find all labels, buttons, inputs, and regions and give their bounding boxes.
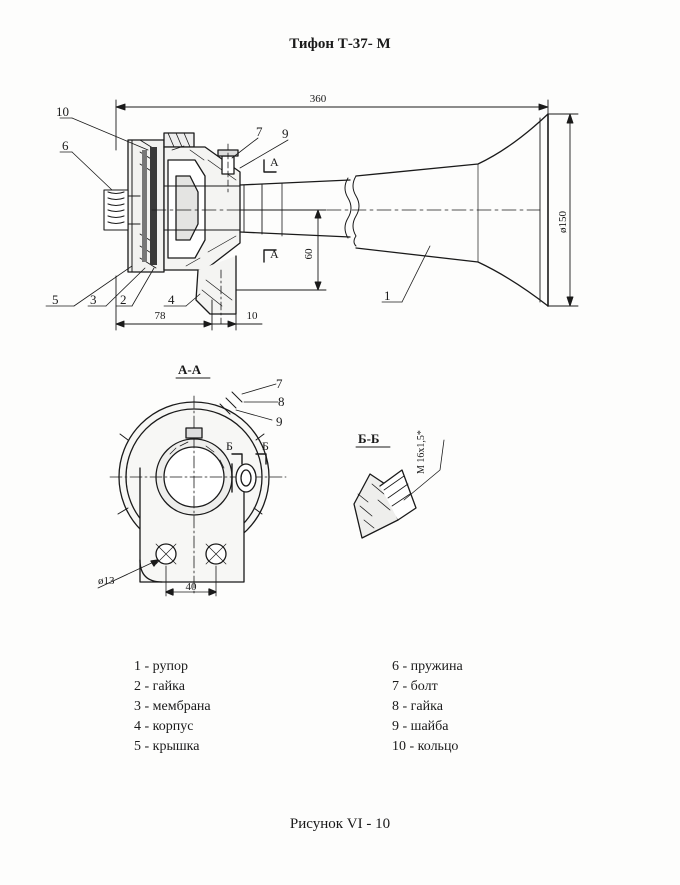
legend-item: 1 - рупор	[134, 659, 188, 674]
legend-item: 9 - шайба	[392, 719, 449, 734]
legend-item: 3 - мембрана	[134, 699, 211, 714]
legend-item: 8 - гайка	[392, 699, 443, 714]
spring	[103, 189, 141, 231]
main-view: 3 60	[45, 93, 579, 331]
dimension-hole-spacing-label: 40	[186, 581, 198, 593]
legend-item: 2 - гайка	[134, 679, 185, 694]
dimension-bell-diameter-label: ø150	[557, 211, 569, 234]
callout-main-1: 1	[384, 288, 391, 303]
section-bb: Б-Б	[353, 431, 445, 539]
section-bb-label: Б-Б	[358, 431, 380, 446]
callout-main-3: 3	[90, 292, 97, 307]
callout-leaders	[45, 117, 431, 307]
callout-main-10: 10	[56, 104, 69, 119]
legend-item: 7 - болт	[392, 679, 438, 694]
legend-item: 5 - крышка	[134, 739, 200, 754]
body-casting	[163, 145, 241, 325]
callout-aa-8: 8	[278, 394, 285, 409]
legend-item: 10 - кольцо	[392, 739, 459, 754]
legend-item: 4 - корпус	[134, 719, 194, 734]
dimension-mount-height	[235, 209, 327, 291]
dimension-bell-diameter	[547, 113, 579, 307]
section-mark-b-left: Б	[226, 439, 233, 453]
dimension-bottom	[115, 275, 263, 331]
dimension-overall-length-label: 360	[310, 93, 327, 105]
legend-right: 6 - пружина 7 - болт 8 - гайка 9 - шайба…	[392, 657, 463, 757]
thread-note-label: М 16x1,5*	[416, 430, 427, 474]
callout-main-4: 4	[168, 292, 175, 307]
dimension-flange-offset-label: 10	[247, 310, 259, 322]
section-aa-label: А-А	[178, 362, 202, 377]
horn-bell	[355, 113, 549, 307]
callout-main-6: 6	[62, 138, 69, 153]
callout-main-5: 5	[52, 292, 59, 307]
callout-main-2: 2	[120, 292, 127, 307]
callout-main-9: 9	[282, 126, 289, 141]
figure-caption: Рисунок VI - 10	[289, 816, 391, 832]
bolt-top	[217, 143, 239, 193]
dimension-overall-length	[115, 99, 549, 151]
section-mark-bottom: А	[270, 247, 279, 261]
document-title: Тифон Т-37- М	[289, 36, 391, 52]
legend-left: 1 - рупор 2 - гайка 3 - мембрана 4 - кор…	[134, 657, 211, 757]
callout-aa-9: 9	[276, 414, 283, 429]
section-marks-aa	[263, 159, 277, 263]
section-mark-b-right: Б	[262, 439, 269, 453]
section-aa: А-А	[97, 362, 287, 597]
callout-aa-7: 7	[276, 376, 283, 391]
section-mark-top: А	[270, 155, 279, 169]
callout-main-7: 7	[256, 124, 263, 139]
dimension-hole-diameter-label: ø13	[98, 575, 115, 587]
cover-housing	[127, 132, 195, 273]
dimension-mount-height-label: 60	[303, 248, 315, 260]
dimension-body-length-label: 78	[155, 310, 167, 322]
horn-neck	[151, 175, 541, 247]
legend-item: 6 - пружина	[392, 659, 463, 674]
